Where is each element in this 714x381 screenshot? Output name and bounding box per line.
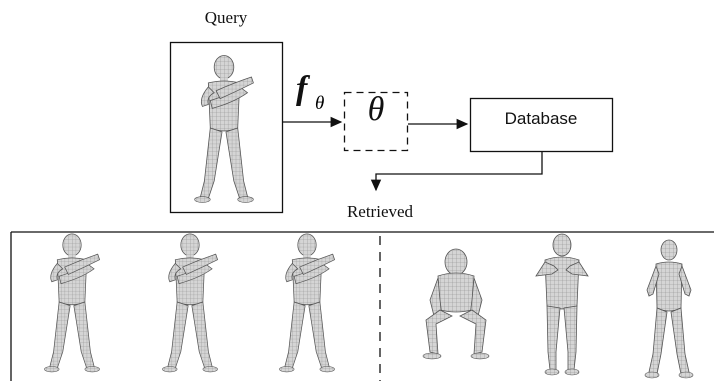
arrow-database-to-retrieved — [370, 152, 543, 192]
result-pose-arms-forward — [535, 233, 589, 376]
query-box — [169, 41, 284, 214]
function-symbol: f — [296, 70, 308, 107]
function-label: f — [296, 70, 307, 108]
result-pose-3 — [278, 233, 336, 373]
result-pose-squat — [422, 248, 490, 360]
result-pose-2 — [161, 233, 219, 373]
result-pose-arms-down — [644, 239, 694, 379]
database-label: Database — [504, 109, 578, 128]
query-pose-figure — [194, 54, 254, 203]
retrieved-label: Retrieved — [346, 202, 414, 221]
function-subscript: θ — [315, 93, 325, 114]
result-pose-1 — [43, 233, 101, 373]
database-box — [469, 97, 614, 153]
theta-label: θ — [367, 91, 385, 128]
query-label: Query — [204, 8, 248, 27]
